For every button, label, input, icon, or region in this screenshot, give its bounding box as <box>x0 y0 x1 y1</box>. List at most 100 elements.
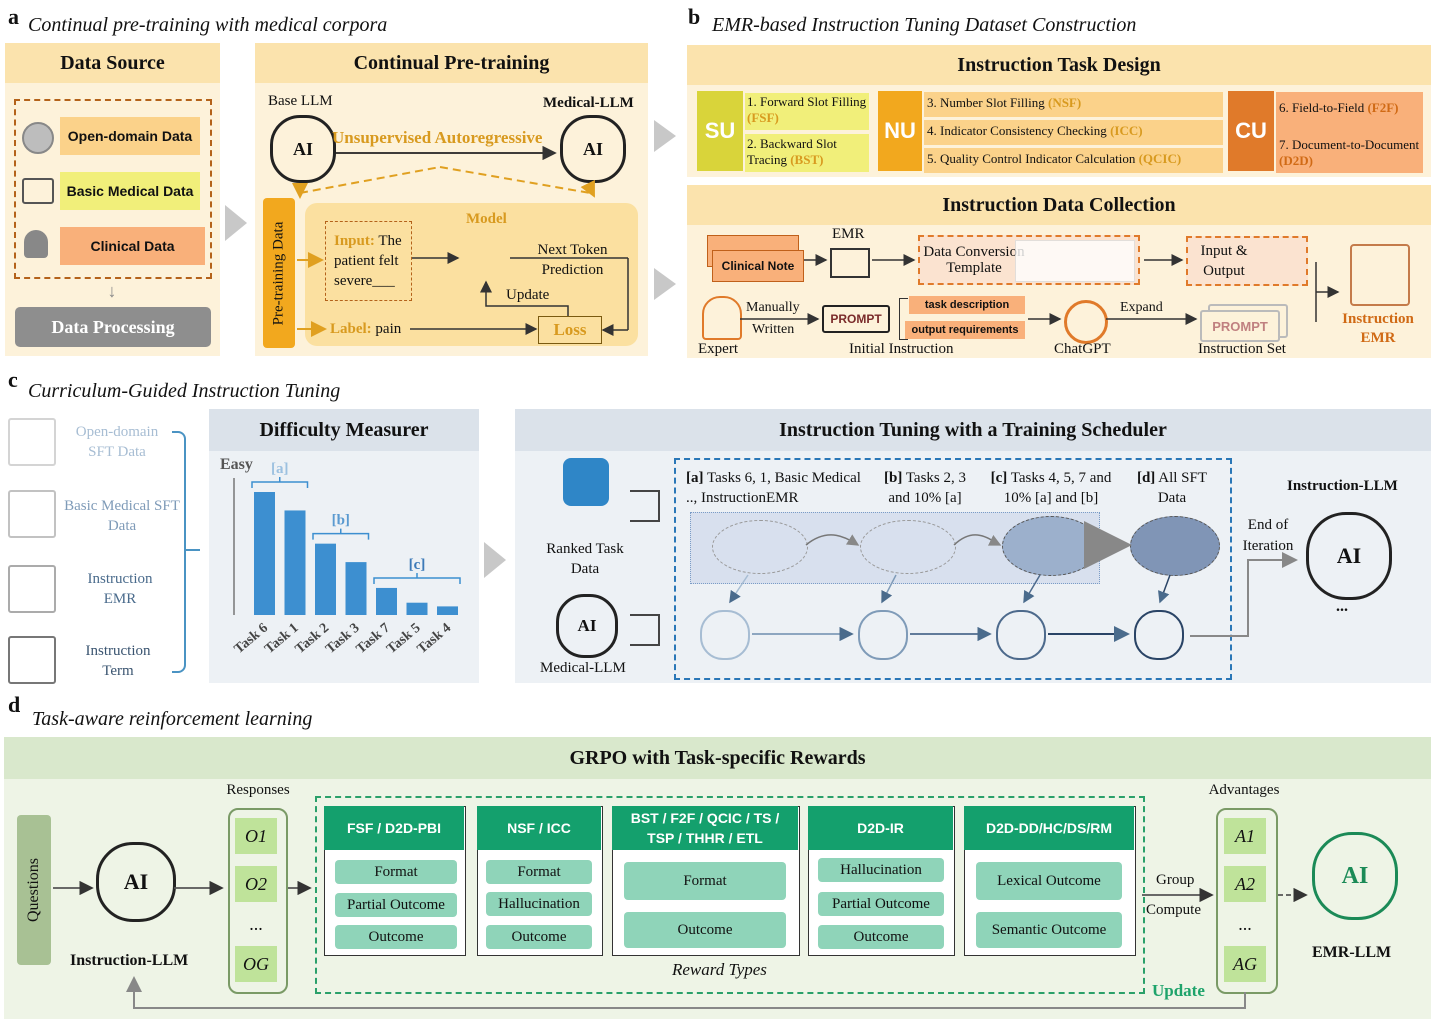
response-item: O2 <box>235 866 277 902</box>
prompt-stack-icon: PROMPT <box>1200 310 1280 342</box>
update-label: Update <box>506 287 550 303</box>
output-requirements-box: output requirements <box>905 321 1025 339</box>
questions-label: Questions <box>25 858 42 922</box>
cu-task-7: 7. Document-to-Document (D2D) <box>1276 134 1423 173</box>
reward-item: Semantic Outcome <box>976 912 1122 948</box>
reward-item: Outcome <box>624 912 786 948</box>
curly-brace-icon <box>172 431 186 673</box>
response-item: OG <box>235 946 277 982</box>
source-doc-icon <box>8 636 56 684</box>
source-basic-medical: Basic Medical SFT Data <box>64 498 180 534</box>
stage-b-desc: Tasks 2, 3 and 10% [a] <box>888 470 967 506</box>
panel-d-title: Task-aware reinforcement learning <box>32 708 313 730</box>
panel-c-title: Curriculum-Guided Instruction Tuning <box>28 380 341 402</box>
reward-item: Outcome <box>486 925 592 949</box>
manually-label: Manually <box>746 300 800 315</box>
cu-task-6-abbr: (F2F) <box>1367 100 1399 115</box>
cluster-c <box>1002 516 1100 576</box>
source-instruction-emr: Instruction EMR <box>87 571 153 607</box>
instruction-set-label: Instruction Set <box>1198 341 1286 357</box>
reward-group-title: FSF / D2D-PBI <box>324 806 464 850</box>
expand-label: Expand <box>1120 300 1163 315</box>
emr-llm-label: EMR-LLM <box>1312 944 1392 961</box>
label-value: pain <box>375 321 402 337</box>
source-instruction-term: Instruction Term <box>85 643 151 679</box>
medical-brain-icon: AI <box>556 594 618 658</box>
brain-stage-icon <box>1134 610 1184 660</box>
database-icon <box>563 458 609 506</box>
brain-stage-icon <box>700 610 750 660</box>
monitor-icon <box>830 248 870 278</box>
instruction-brain-icon: AI <box>96 842 176 922</box>
cluster-a <box>712 520 808 574</box>
panel-d-letter: d <box>8 692 21 717</box>
prompt-icon: PROMPT <box>822 305 890 333</box>
arrow-right-icon <box>654 268 676 300</box>
group-label: Group <box>1156 872 1195 888</box>
chatgpt-label: ChatGPT <box>1054 341 1111 357</box>
expert-icon <box>702 296 742 340</box>
input-output-box: Input & Output <box>1186 236 1308 286</box>
cu-task-6: 6. Field-to-Field (F2F) <box>1276 92 1423 134</box>
neural-network-icon <box>460 232 510 276</box>
advantages-label: Advantages <box>1208 782 1280 798</box>
nu-task-4: 4. Indicator Consistency Checking (ICC) <box>924 120 1223 145</box>
document-stack-icon <box>1350 244 1410 306</box>
nu-task-3-text: 3. Number Slot Filling <box>927 95 1045 110</box>
source-item-open-domain: Open-domain Data <box>60 117 200 155</box>
cluster-d <box>1130 516 1220 576</box>
cu-task-7-text: 7. Document-to-Document <box>1279 137 1420 152</box>
brain-stage-icon <box>858 610 908 660</box>
stage-c-text: [c] Tasks 4, 5, 7 and 10% [a] and [b] <box>978 468 1124 508</box>
su-task-2: 2. Backward Slot Tracing (BST) <box>745 134 869 172</box>
model-label: Model <box>466 211 507 227</box>
nu-task-3: 3. Number Slot Filling (NSF) <box>924 92 1223 117</box>
reward-group-title: D2D-IR <box>808 806 953 850</box>
written-label: Written <box>752 322 795 337</box>
brain-stage-icon <box>996 610 1046 660</box>
medical-kit-icon <box>22 178 54 204</box>
panel-a-letter: a <box>8 4 19 29</box>
su-task-1: 1. Forward Slot Filling (FSF) <box>745 93 869 130</box>
su-task-2-abbr: (BST) <box>790 152 824 167</box>
ranked-task-data-label: Ranked Task Data <box>546 541 624 577</box>
reward-item: Format <box>486 860 592 884</box>
data-source-header: Data Source <box>5 43 220 83</box>
panel-a-title: Continual pre-training with medical corp… <box>28 14 388 36</box>
nu-task-5: 5. Quality Control Indicator Calculation… <box>924 148 1223 173</box>
response-item: O1 <box>235 818 277 854</box>
reward-item: Partial Outcome <box>335 893 457 917</box>
stage-b-tag: [b] <box>883 470 903 486</box>
emr-brain-icon: AI <box>1312 832 1398 920</box>
data-source-dashed-box <box>14 99 212 279</box>
panel-c-letter: c <box>8 367 18 392</box>
arrow-right-icon <box>484 542 506 578</box>
stage-c-tag: [c] <box>990 470 1008 486</box>
advantage-item: A1 <box>1224 818 1266 854</box>
cu-task-7-abbr: (D2D) <box>1279 153 1313 168</box>
chatgpt-icon <box>1064 300 1108 344</box>
compute-label: Compute <box>1146 902 1201 918</box>
task-description-box: task description <box>909 296 1025 314</box>
difficulty-header: Difficulty Measurer <box>209 409 479 451</box>
cpt-header: Continual Pre-training <box>255 43 648 83</box>
input-text: Input: The patient felt severe___ <box>334 231 412 291</box>
data-processing-box: Data Processing <box>15 307 211 347</box>
label-key: Label: <box>330 321 372 337</box>
reward-item: Hallucination <box>486 892 592 916</box>
stage-d-desc: All SFT Data <box>1157 470 1208 506</box>
initial-instruction-label: Initial Instruction <box>849 341 954 357</box>
chevron-down-icon: ↓ <box>107 280 117 301</box>
stage-a-desc: Tasks 6, 1, Basic Medical .., Instructio… <box>686 470 861 506</box>
nu-task-3-abbr: (NSF) <box>1047 95 1082 110</box>
arrow-right-icon <box>654 120 676 152</box>
nu-tag: NU <box>878 91 922 171</box>
base-llm-label: Base LLM <box>268 93 333 109</box>
end-of-iteration-label: End of Iteration <box>1242 517 1294 554</box>
reward-item: Outcome <box>335 925 457 949</box>
panel-b-title: EMR-based Instruction Tuning Dataset Con… <box>712 14 1137 36</box>
responses-label: Responses <box>226 782 290 798</box>
source-open-domain: Open-domain SFT Data <box>75 424 159 460</box>
stage-a-text: [a] Tasks 6, 1, Basic Medical .., Instru… <box>686 468 866 508</box>
stage-c-desc: Tasks 4, 5, 7 and 10% [a] and [b] <box>1003 470 1112 506</box>
